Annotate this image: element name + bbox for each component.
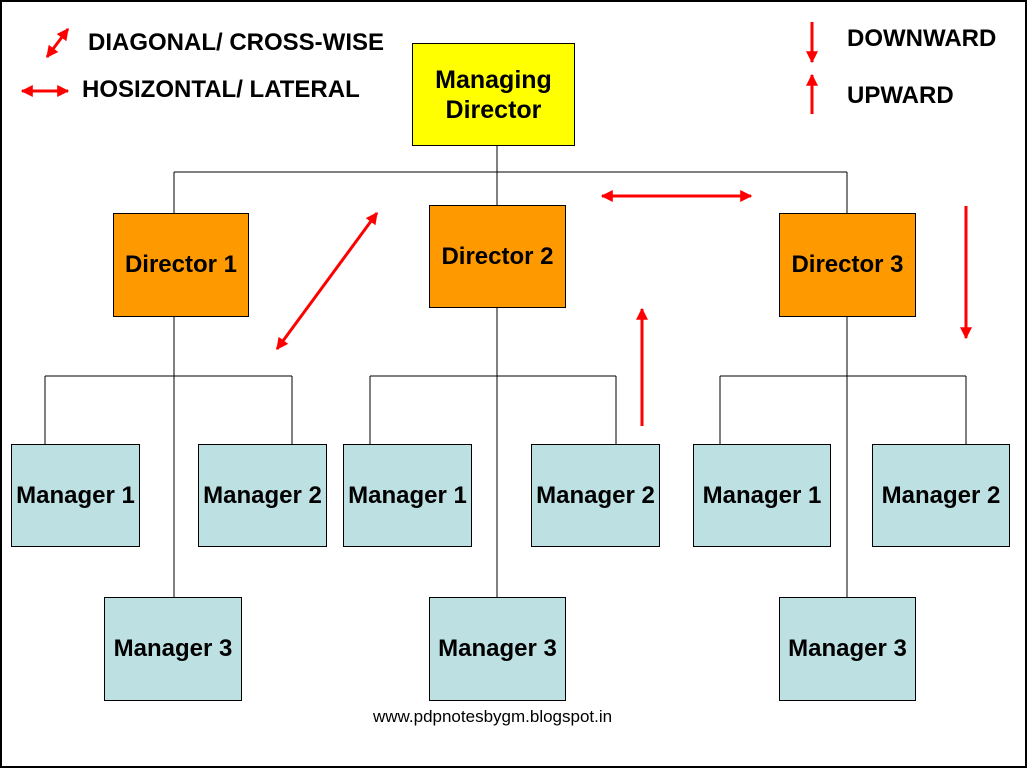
director-2-manager-3-box: Manager 3 — [429, 597, 566, 701]
director-1-manager-2-box: Manager 2 — [198, 444, 327, 547]
director-1-box: Director 1 — [113, 213, 249, 317]
director-2-box: Director 2 — [429, 205, 566, 308]
director-1-manager-3-box: Manager 3 — [104, 597, 242, 701]
org-lines — [44, 145, 967, 598]
director-2-manager-1-box: Manager 1 — [343, 444, 472, 547]
legend-upward-label: UPWARD — [847, 82, 954, 109]
source-url: www.pdpnotesbygm.blogspot.in — [373, 707, 613, 726]
legend-horizontal-label: HOSIZONTAL/ LATERAL — [82, 76, 360, 103]
director-3-manager-1-box: Manager 1 — [693, 444, 831, 547]
managing-director-box: Managing Director — [412, 43, 575, 146]
legend-downward-label: DOWNWARD — [847, 25, 997, 52]
director-3-manager-3-box: Manager 3 — [779, 597, 916, 701]
director-3-box: Director 3 — [779, 213, 916, 317]
director-2-manager-2-box: Manager 2 — [531, 444, 660, 547]
legend-diagonal-arrow — [45, 28, 70, 58]
diagonal-communication-arrow — [275, 212, 379, 350]
director-3-manager-2-box: Manager 2 — [872, 444, 1010, 547]
legend-diagonal-label: DIAGONAL/ CROSS-WISE — [88, 29, 385, 56]
director-1-manager-1-box: Manager 1 — [11, 444, 140, 547]
